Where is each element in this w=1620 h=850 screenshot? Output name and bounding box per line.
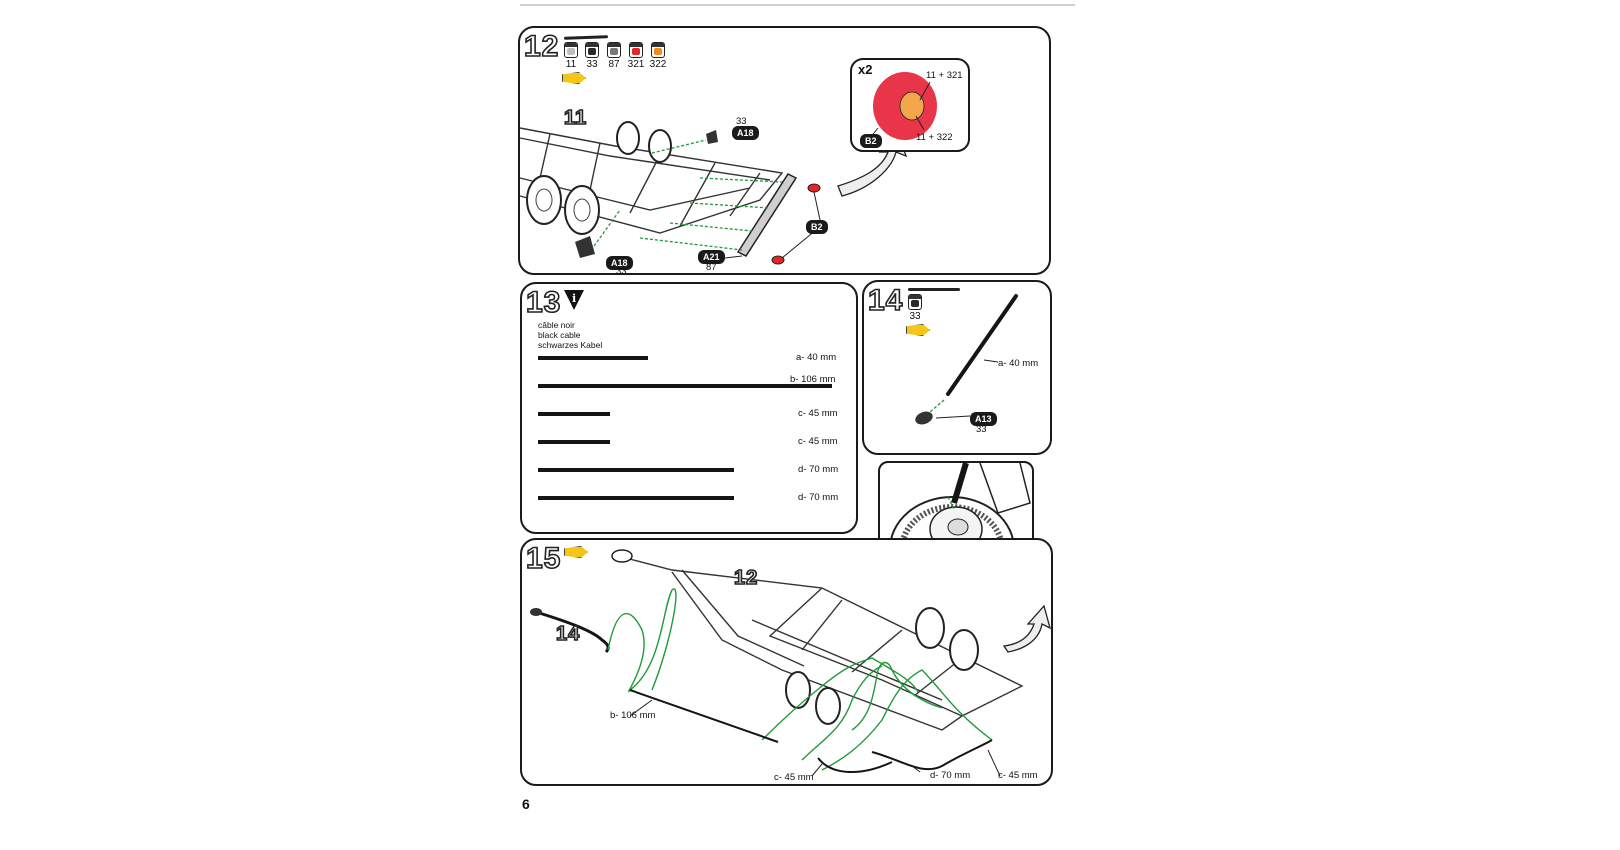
step-12-panel: 12 11 33 87 321 322 [518,26,1051,277]
step-13-panel: 13 i câble noir black cable schwarzes Ka… [520,282,858,534]
a18-top-code: 33 [736,116,747,127]
a18-bottom-code: 33 [616,266,627,277]
cable-b-label: b- 106 mm [790,374,836,385]
a18-top-tag: A18 [732,126,759,140]
cable-caption-de: schwarzes Kabel [538,340,603,350]
step-15-b-label: b- 106 mm [610,710,656,721]
b2-tag: B2 [806,220,828,234]
detail-b2-tag: B2 [860,134,882,148]
cable-c-45mm [538,412,610,416]
step-12-number: 12 [523,30,560,63]
step-14-cable-drawing [915,294,1018,425]
cable-d-70mm [538,496,734,500]
step-14-panel: 14 33 a- 40 mm A13 33 [862,280,1052,455]
step-15-c-right-label: c- 45 mm [998,770,1038,781]
cable-a-40mm [538,356,648,360]
step-15-c-left-label: c- 45 mm [774,772,814,783]
step-15-panel: 15 [520,538,1053,786]
step-14-cable-label: a- 40 mm [998,358,1039,369]
paint-fill [610,48,618,55]
cable-d2-label: d- 70 mm [798,492,839,503]
step-13-number: 13 [525,286,562,319]
step-12-trailer-drawing [519,58,970,265]
step-15-number: 15 [525,542,562,575]
cable-a-label: a- 40 mm [796,352,837,363]
brush-icon [908,288,960,291]
paint-fill [654,48,662,55]
cable-c1-label: c- 45 mm [798,408,838,419]
a13-code: 33 [976,424,987,435]
paint-jar-33: 33 [585,42,601,70]
cable-b-106mm [538,384,832,388]
step-14-number: 14 [867,284,904,317]
cable-d-70mm [538,468,734,472]
paint-jar-33: 33 [908,294,924,322]
paint-fill [911,300,919,307]
paint-jar-322: 322 [650,42,667,70]
a18-bottom-tag: A18 [606,256,633,270]
detail-multiplier: x2 [858,62,873,77]
paint-jar-87: 87 [607,42,623,70]
top-rule [520,4,1075,6]
a13-tag: A13 [970,412,997,426]
step-15-trailer-drawing [530,549,1052,777]
cable-d1-label: d- 70 mm [798,464,839,475]
cable-caption-en: black cable [538,330,581,340]
paint-fill [567,48,575,55]
a21-code: 87 [706,262,717,273]
paint-fill [632,48,640,55]
detail-outer-paint: 11 + 321 [926,70,963,81]
page-number: 6 [522,796,530,812]
paint-fill [588,48,596,55]
warning-triangle-icon: i [564,290,584,310]
step-15-d-label: d- 70 mm [930,770,971,781]
paint-jar-321: 321 [628,42,645,70]
cable-caption-fr: câble noir [538,320,575,330]
detail-inner-paint: 11 + 322 [916,132,953,143]
assembly-14-label: 14 [555,623,581,645]
cable-c2-label: c- 45 mm [798,436,838,447]
paint-jar-11: 11 [564,42,580,70]
a21-tag: A21 [698,250,725,264]
assembly-12-label: 12 [733,567,759,589]
step-12-main-part-number: 11 [563,107,588,129]
cable-c-45mm [538,440,610,444]
